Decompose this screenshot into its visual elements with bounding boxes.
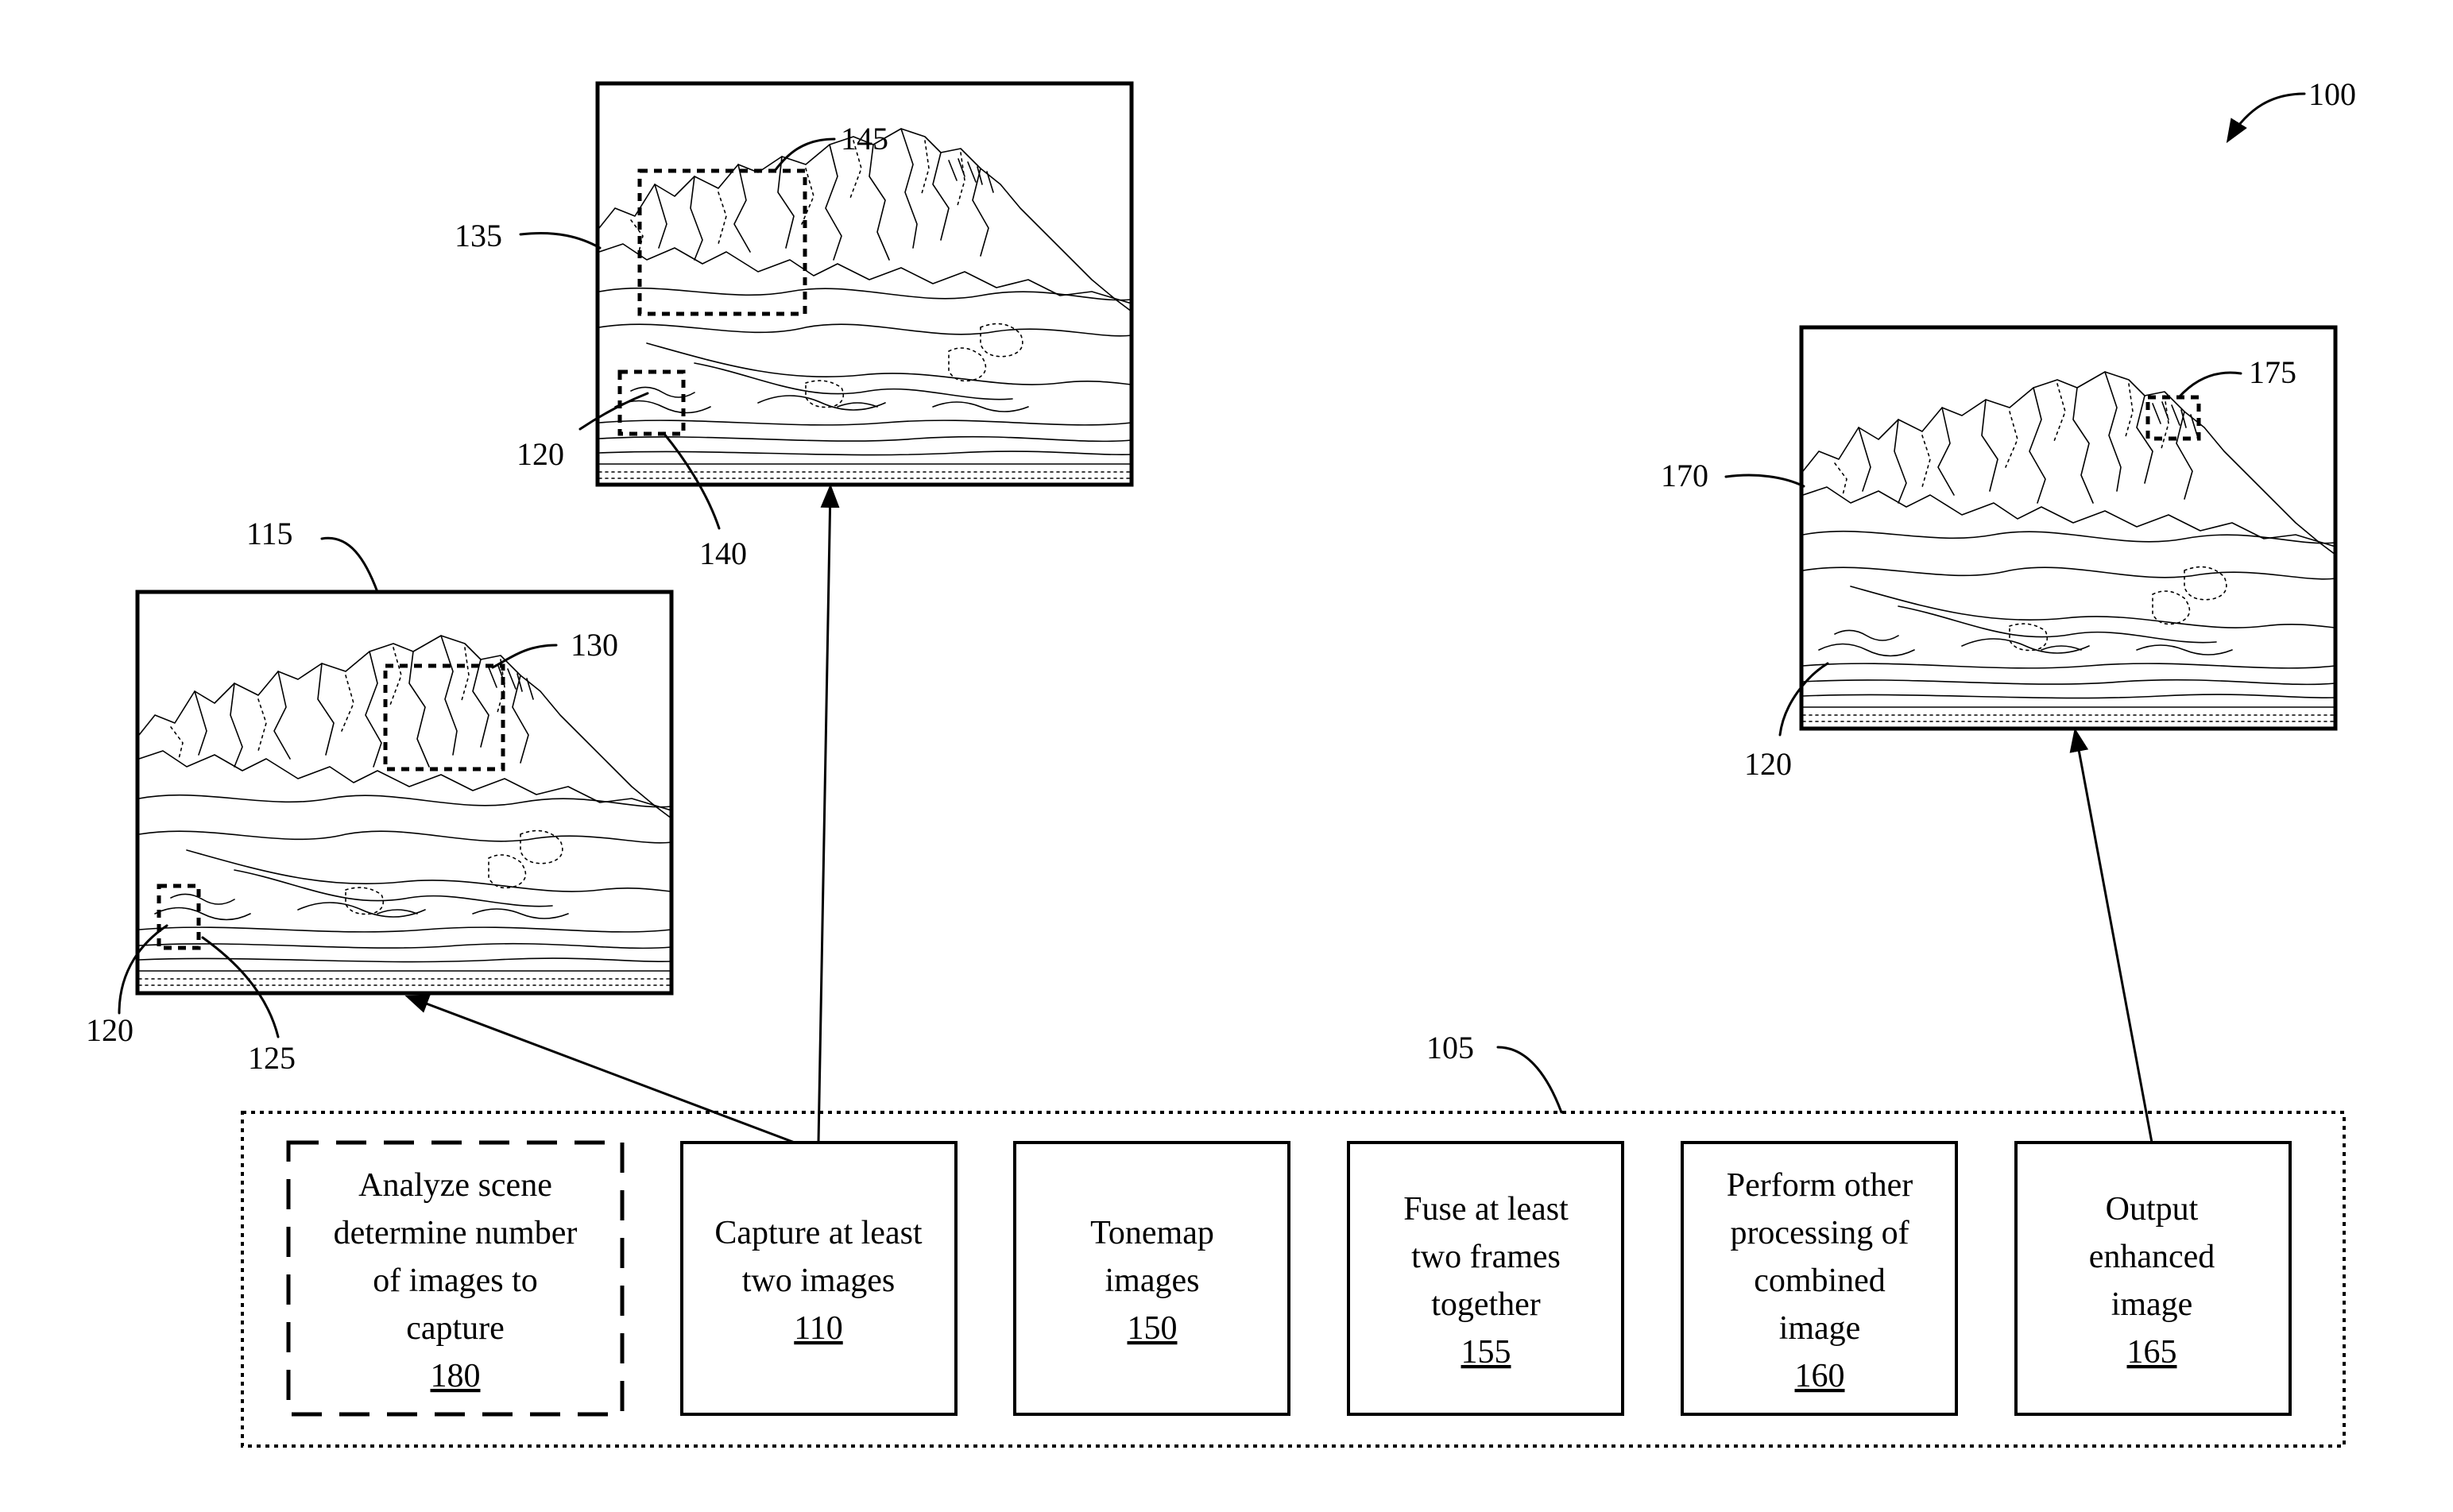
ref-label-120-second: 120: [517, 436, 564, 472]
step-line: Capture at least: [714, 1215, 923, 1251]
step-line: together: [1431, 1286, 1541, 1323]
step-line: Analyze scene: [358, 1167, 552, 1204]
step-line: Fuse at least: [1403, 1191, 1569, 1228]
step-line: determine number: [334, 1215, 578, 1251]
step-line: of images to: [373, 1263, 538, 1299]
step-line: two images: [742, 1263, 895, 1299]
leader-115: [322, 538, 377, 592]
ref-label-115: 115: [246, 516, 293, 551]
step-ref: 160: [1795, 1358, 1845, 1394]
step-ref: 110: [794, 1310, 842, 1347]
leader-135: [520, 234, 600, 248]
step-tonemap: Tonemap images 150: [1015, 1143, 1289, 1414]
step-line: image: [2111, 1286, 2193, 1323]
ref-label-170: 170: [1661, 458, 1708, 493]
step-output-image: Output enhanced image 165: [2016, 1143, 2290, 1414]
step-ref: 150: [1128, 1310, 1178, 1347]
ref-label-125: 125: [248, 1040, 296, 1076]
step-line: enhanced: [2089, 1239, 2215, 1275]
ref-label-130: 130: [571, 627, 618, 663]
arrow-to-first-image: [409, 997, 795, 1143]
leader-100: [2229, 94, 2304, 139]
step-line: image: [1779, 1310, 1861, 1347]
leader-170: [1726, 475, 1804, 486]
ref-label-175: 175: [2249, 354, 2296, 390]
step-capture-images: Capture at least two images 110: [682, 1143, 956, 1414]
step-line: Tonemap: [1090, 1215, 1214, 1251]
leader-105: [1498, 1047, 1561, 1112]
ref-label-145: 145: [841, 121, 888, 157]
step-line: processing of: [1730, 1215, 1909, 1251]
ref-label-100: 100: [2308, 76, 2356, 112]
ref-label-135: 135: [455, 218, 502, 253]
ref-label-105: 105: [1426, 1030, 1474, 1065]
arrow-to-output-image: [2076, 733, 2152, 1143]
step-line: Output: [2106, 1191, 2199, 1228]
step-ref: 165: [2127, 1334, 2177, 1371]
arrow-to-second-image: [818, 489, 830, 1143]
step-fuse-frames: Fuse at least two frames together 155: [1348, 1143, 1623, 1414]
step-line: images: [1105, 1263, 1200, 1299]
step-other-processing: Perform other processing of combined ima…: [1682, 1143, 1956, 1414]
ref-label-140: 140: [699, 536, 747, 571]
step-line: Perform other: [1727, 1167, 1913, 1204]
step-ref: 155: [1461, 1334, 1511, 1371]
step-line: two frames: [1411, 1239, 1561, 1275]
ref-label-120-output: 120: [1744, 746, 1792, 782]
ref-label-120-first: 120: [86, 1012, 133, 1048]
step-line: combined: [1754, 1263, 1886, 1299]
step-ref: 180: [431, 1358, 481, 1394]
step-line: capture: [406, 1310, 505, 1347]
step-analyze-scene: Analyze scene determine number of images…: [288, 1143, 622, 1414]
